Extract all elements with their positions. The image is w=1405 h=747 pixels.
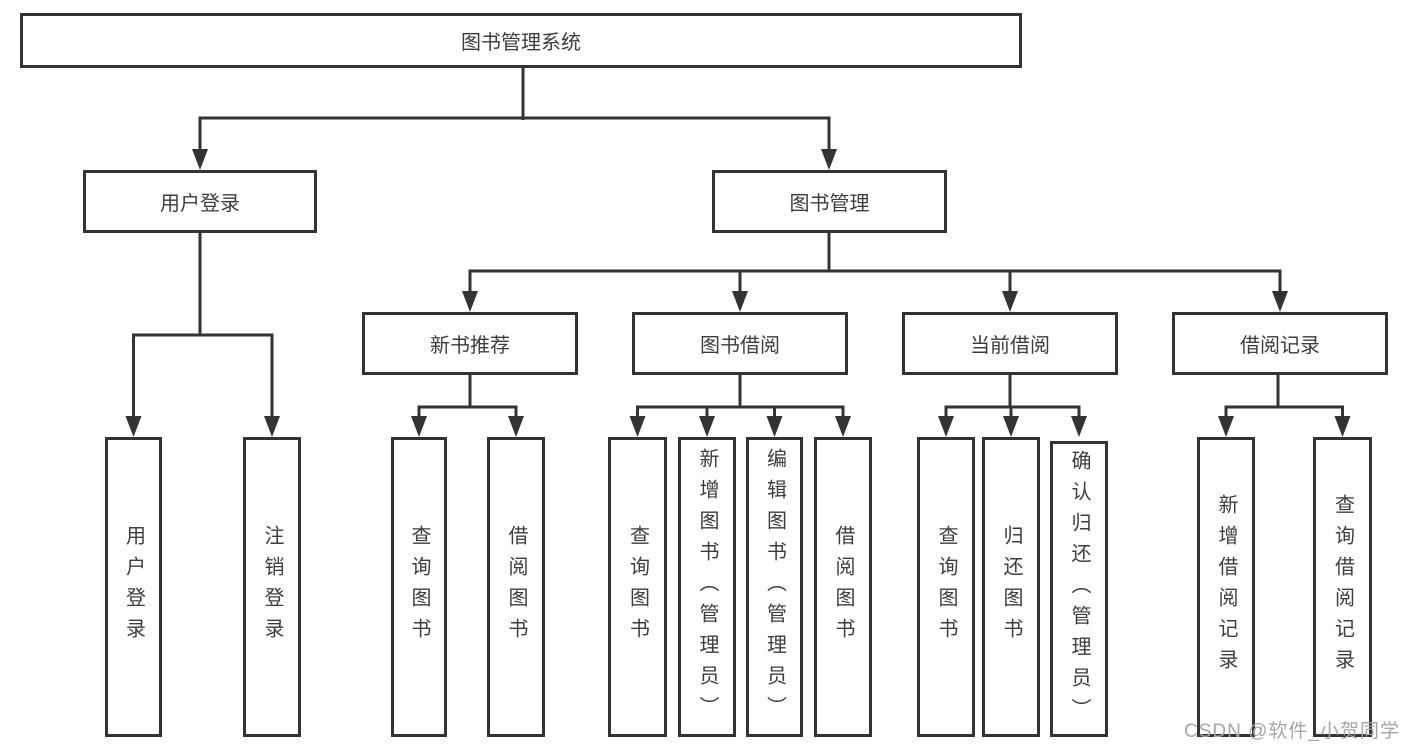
- leaf-return-book: 归还图书: [982, 437, 1040, 737]
- leaf-edit-book-admin: 编辑图书（管理员）: [746, 437, 803, 737]
- node-user-login: 用户登录: [83, 170, 317, 233]
- node-borrow-records: 借阅记录: [1172, 312, 1388, 375]
- leaf-confirm-return-admin: 确认归还（管理员）: [1050, 441, 1108, 737]
- leaf-user-login: 用户登录: [105, 437, 162, 737]
- node-book-borrow: 图书借阅: [632, 312, 848, 375]
- leaf-logout: 注销登录: [243, 437, 301, 737]
- node-label: 当前借阅: [970, 335, 1050, 357]
- node-label: 新增借阅记录: [1215, 494, 1237, 680]
- node-label: 用户登录: [160, 193, 240, 215]
- leaf-query-books-borrow: 查询图书: [608, 437, 667, 737]
- node-label: 查询图书: [935, 525, 957, 649]
- leaf-add-book-admin: 新增图书（管理员）: [678, 437, 736, 737]
- node-label: 查询借阅记录: [1331, 494, 1354, 680]
- node-label: 借阅图书: [832, 525, 854, 649]
- node-label: 查询图书: [626, 525, 649, 649]
- node-current-borrow: 当前借阅: [902, 312, 1118, 375]
- leaf-borrow-books-recommend: 借阅图书: [487, 437, 545, 737]
- leaf-query-borrow-record: 查询借阅记录: [1313, 437, 1372, 737]
- node-new-book-recommend: 新书推荐: [362, 312, 578, 375]
- node-label: 图书管理: [789, 193, 870, 215]
- watermark: CSDN @软件_小贺同学: [1184, 721, 1400, 742]
- node-label: 新增图书（管理员）: [696, 447, 718, 727]
- node-label: 编辑图书（管理员）: [763, 447, 786, 727]
- node-label: 注销登录: [261, 525, 283, 649]
- node-label: 用户登录: [122, 525, 145, 649]
- leaf-add-borrow-record: 新增借阅记录: [1197, 437, 1255, 737]
- node-label: 借阅图书: [505, 525, 527, 649]
- node-book-management: 图书管理: [712, 170, 947, 233]
- node-label: 确认归还（管理员）: [1068, 449, 1090, 729]
- node-label: 图书借阅: [700, 335, 780, 357]
- node-library-system: 图书管理系统: [20, 13, 1022, 68]
- node-label: 归还图书: [1000, 525, 1022, 649]
- node-label: 查询图书: [408, 525, 430, 649]
- leaf-borrow-books: 借阅图书: [814, 437, 872, 737]
- node-label: 图书管理系统: [461, 32, 581, 54]
- leaf-query-books-current: 查询图书: [917, 437, 975, 737]
- node-label: 借阅记录: [1240, 335, 1320, 357]
- leaf-query-books-recommend: 查询图书: [391, 437, 447, 737]
- node-label: 新书推荐: [430, 335, 510, 357]
